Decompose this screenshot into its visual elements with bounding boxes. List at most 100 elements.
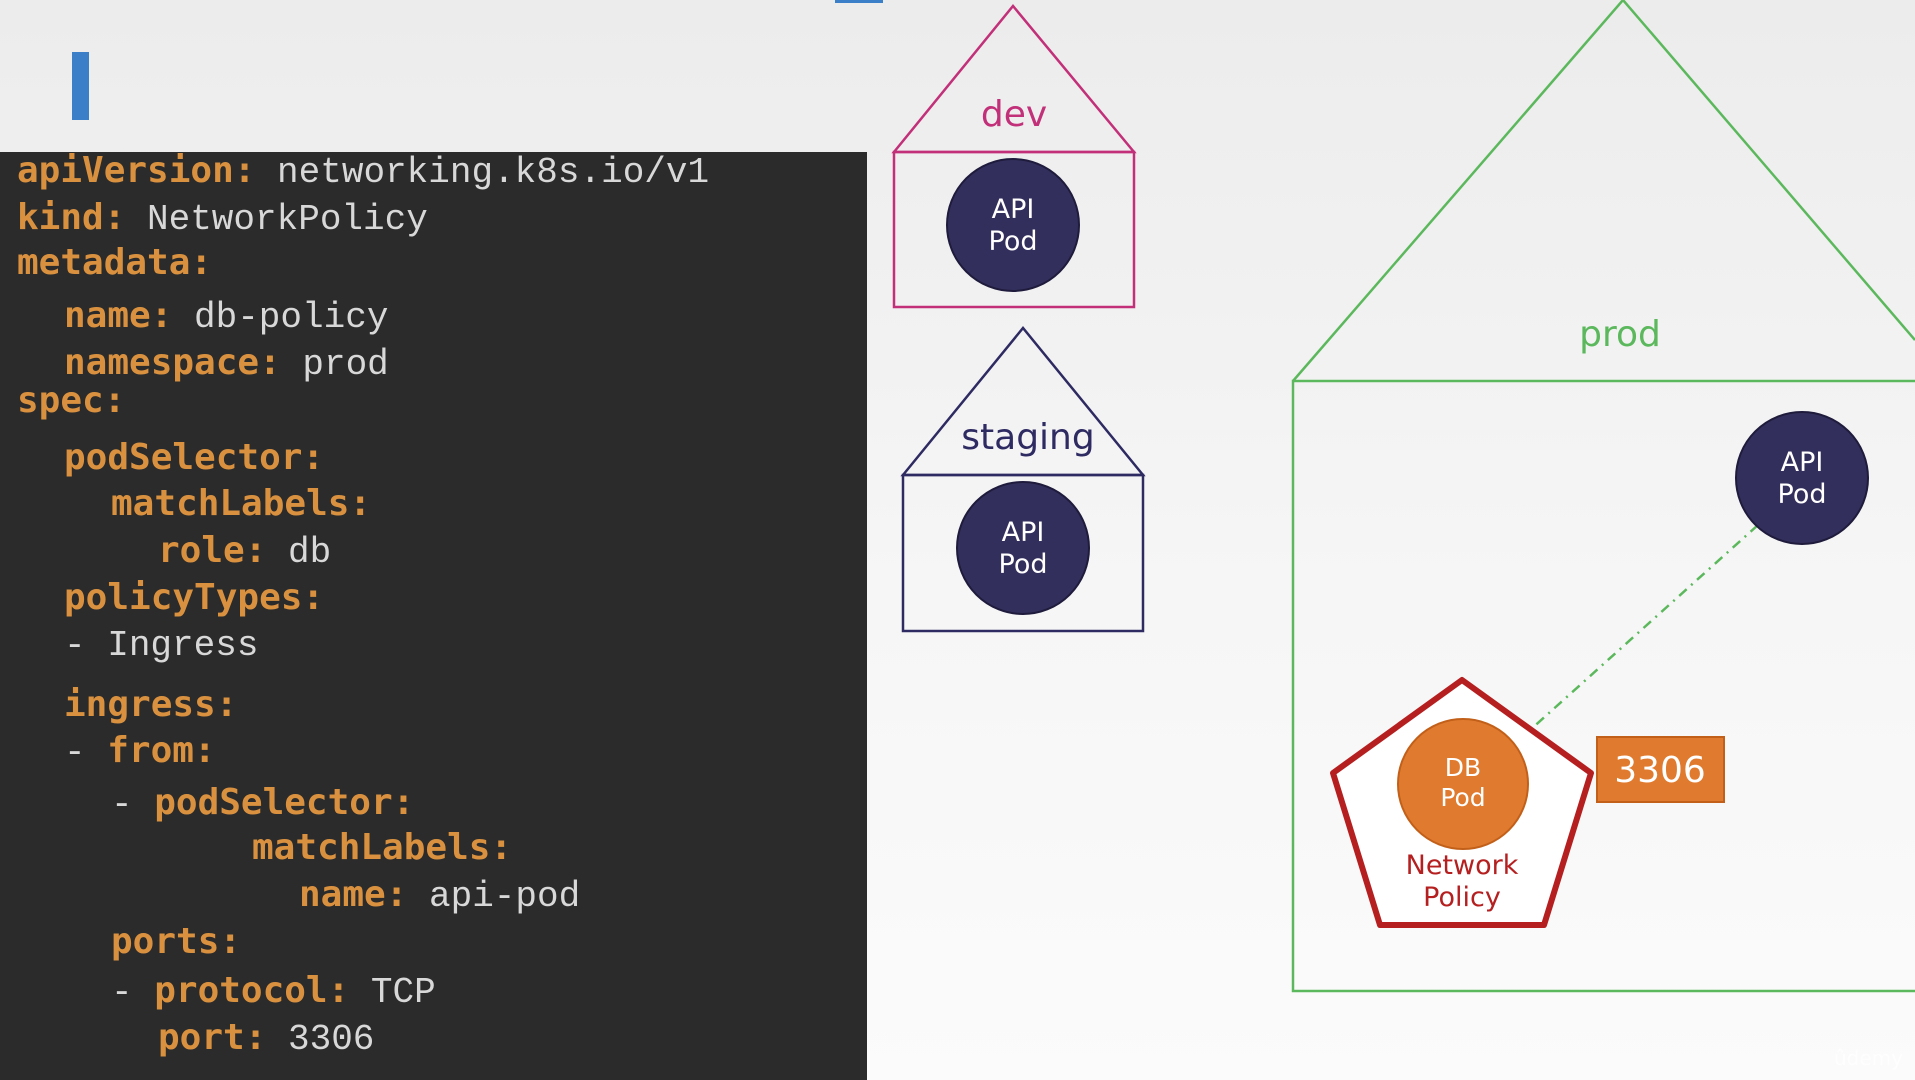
top-tab-indicator xyxy=(835,0,883,3)
dev-api-pod-line1: API xyxy=(992,194,1035,225)
yaml-colon: : xyxy=(150,295,173,336)
yaml-key: role xyxy=(158,530,245,571)
yaml-key: port xyxy=(158,1017,245,1058)
yaml-line: - podSelector: xyxy=(111,782,414,826)
yaml-value: api-pod xyxy=(429,876,581,917)
yaml-value: prod xyxy=(302,344,389,385)
yaml-line: role: db xyxy=(158,530,331,574)
yaml-value: Ingress xyxy=(107,625,259,666)
dev-namespace-label: dev xyxy=(981,94,1047,135)
yaml-line: - from: xyxy=(64,730,216,774)
yaml-key: matchLabels xyxy=(252,827,491,868)
yaml-value: NetworkPolicy xyxy=(147,199,428,240)
allowed-traffic-link xyxy=(1518,524,1759,741)
prod-api-pod-line2: Pod xyxy=(1778,479,1827,510)
yaml-key: kind xyxy=(17,197,104,238)
yaml-value: networking.k8s.io/v1 xyxy=(277,152,710,193)
staging-namespace-label: staging xyxy=(961,417,1094,458)
dev-api-pod: API Pod xyxy=(946,158,1080,292)
udemy-watermark: ûdemy xyxy=(1834,1046,1903,1070)
staging-namespace: staging API Pod xyxy=(900,326,1146,633)
dev-api-pod-line2: Pod xyxy=(989,226,1038,257)
port-badge-label: 3306 xyxy=(1614,750,1706,791)
yaml-key: name xyxy=(64,295,151,336)
yaml-value: db-policy xyxy=(194,297,389,338)
network-policy-line2: Policy xyxy=(1423,882,1501,913)
db-pod: DB Pod xyxy=(1397,718,1529,850)
prod-api-pod-line1: API xyxy=(1781,447,1824,478)
yaml-key: podSelector xyxy=(154,782,393,823)
yaml-colon: : xyxy=(244,1017,267,1058)
yaml-key: metadata xyxy=(17,242,191,283)
yaml-value: db xyxy=(288,532,332,573)
yaml-colon: : xyxy=(259,342,281,383)
prod-namespace-label: prod xyxy=(1579,314,1661,355)
yaml-key: from xyxy=(107,730,194,771)
yaml-colon: : xyxy=(215,684,238,725)
port-badge: 3306 xyxy=(1596,736,1725,803)
yaml-list-dash: - xyxy=(64,625,108,666)
db-pod-line1: DB xyxy=(1445,753,1481,782)
yaml-colon: : xyxy=(349,483,372,524)
yaml-colon: : xyxy=(327,970,350,1011)
yaml-key: namespace xyxy=(64,342,260,383)
prod-namespace-roof xyxy=(1292,0,1915,382)
prod-namespace: prod API Pod DB Pod Network Policy 330 xyxy=(1291,0,1915,993)
network-policy: DB Pod Network Policy xyxy=(1330,677,1594,928)
yaml-colon: : xyxy=(219,921,242,962)
yaml-value: 3306 xyxy=(288,1019,375,1060)
yaml-key: matchLabels xyxy=(111,483,350,524)
yaml-line: name: db-policy xyxy=(64,295,388,339)
yaml-line: name: api-pod xyxy=(299,874,580,918)
staging-api-pod-line2: Pod xyxy=(999,549,1048,580)
yaml-key: policyTypes xyxy=(64,577,303,618)
yaml-line: podSelector: xyxy=(64,437,324,479)
yaml-colon: : xyxy=(302,577,325,618)
yaml-colon: : xyxy=(193,730,216,771)
yaml-key: podSelector xyxy=(64,437,303,478)
dev-namespace: dev API Pod xyxy=(891,4,1137,309)
yaml-line: port: 3306 xyxy=(158,1017,374,1061)
db-pod-line2: Pod xyxy=(1440,783,1485,812)
yaml-colon: : xyxy=(385,874,408,915)
yaml-line: ports: xyxy=(111,921,241,963)
prod-api-pod: API Pod xyxy=(1735,411,1869,545)
yaml-line: apiVersion: networking.k8s.io/v1 xyxy=(17,152,709,194)
yaml-key: apiVersion xyxy=(17,152,234,191)
yaml-line: metadata: xyxy=(17,242,212,284)
yaml-list-dash: - xyxy=(111,972,155,1013)
yaml-list-dash: - xyxy=(111,784,155,825)
yaml-value: TCP xyxy=(370,972,436,1013)
yaml-line: matchLabels: xyxy=(252,827,512,869)
network-policy-line1: Network xyxy=(1406,850,1519,881)
yaml-key: ports xyxy=(111,921,220,962)
yaml-colon: : xyxy=(103,380,126,421)
yaml-colon: : xyxy=(190,242,213,283)
yaml-line: policyTypes: xyxy=(64,577,324,619)
prod-namespace-box xyxy=(1291,379,1915,993)
yaml-line: - Ingress xyxy=(64,623,258,667)
yaml-colon: : xyxy=(392,782,415,823)
yaml-colon: : xyxy=(490,827,513,868)
yaml-line: - protocol: TCP xyxy=(111,970,436,1014)
yaml-line: kind: NetworkPolicy xyxy=(17,197,428,241)
yaml-line: ingress: xyxy=(64,684,237,726)
yaml-colon: : xyxy=(233,152,256,191)
staging-api-pod-line1: API xyxy=(1002,517,1045,548)
yaml-colon: : xyxy=(302,437,325,478)
staging-api-pod: API Pod xyxy=(956,481,1090,615)
yaml-line: namespace: prod xyxy=(64,342,389,386)
yaml-key: protocol xyxy=(154,970,328,1011)
yaml-line: spec: xyxy=(17,380,125,422)
yaml-colon: : xyxy=(103,197,126,238)
yaml-colon: : xyxy=(244,530,267,571)
dev-namespace-box xyxy=(892,150,1136,309)
yaml-key: spec xyxy=(17,380,104,421)
staging-namespace-box xyxy=(901,473,1145,633)
yaml-line: matchLabels: xyxy=(111,483,371,525)
title-accent-bar xyxy=(72,52,89,120)
yaml-key: ingress xyxy=(64,684,216,725)
